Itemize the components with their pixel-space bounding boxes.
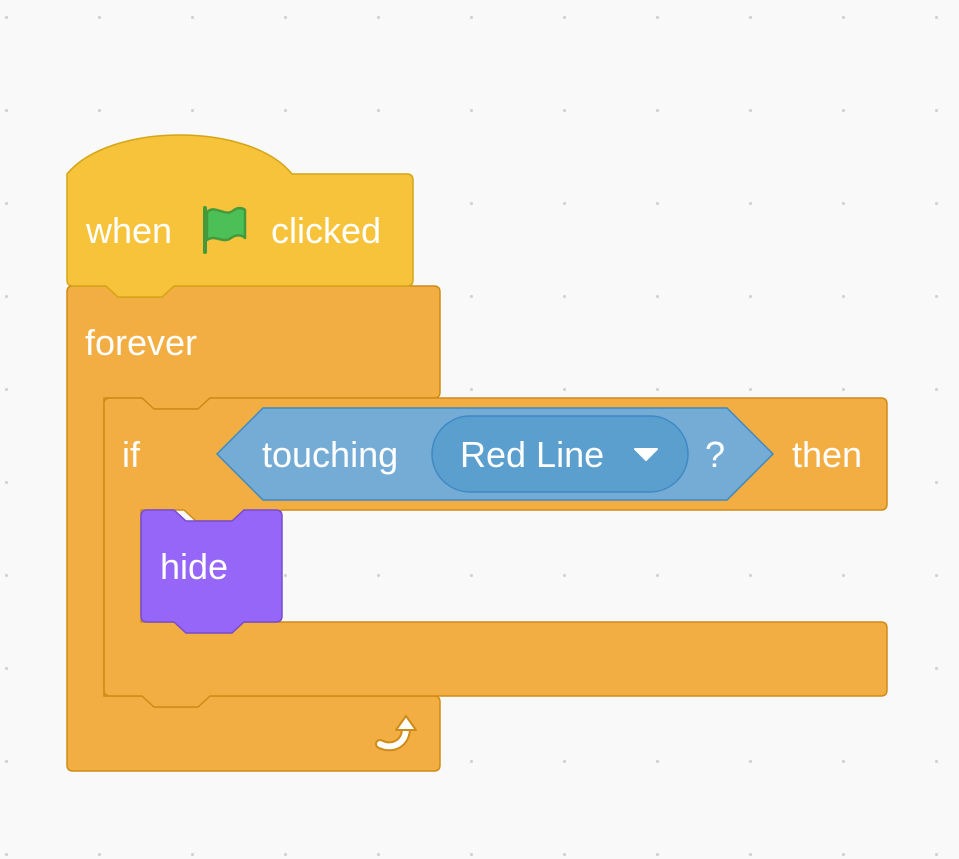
question-mark-label: ? [705, 434, 726, 475]
touching-label: touching [262, 434, 399, 475]
if-label: if [122, 434, 140, 475]
hat-label-clicked: clicked [271, 210, 382, 251]
touching-menu-value[interactable]: Red Line [460, 434, 605, 475]
then-label: then [792, 434, 863, 475]
hide-label: hide [160, 546, 229, 587]
dropdown-arrow-icon[interactable] [632, 446, 660, 462]
hat-label-when: when [86, 210, 173, 251]
forever-label: forever [85, 322, 198, 363]
loop-arrow-icon [375, 715, 417, 752]
green-flag-icon [203, 206, 247, 254]
